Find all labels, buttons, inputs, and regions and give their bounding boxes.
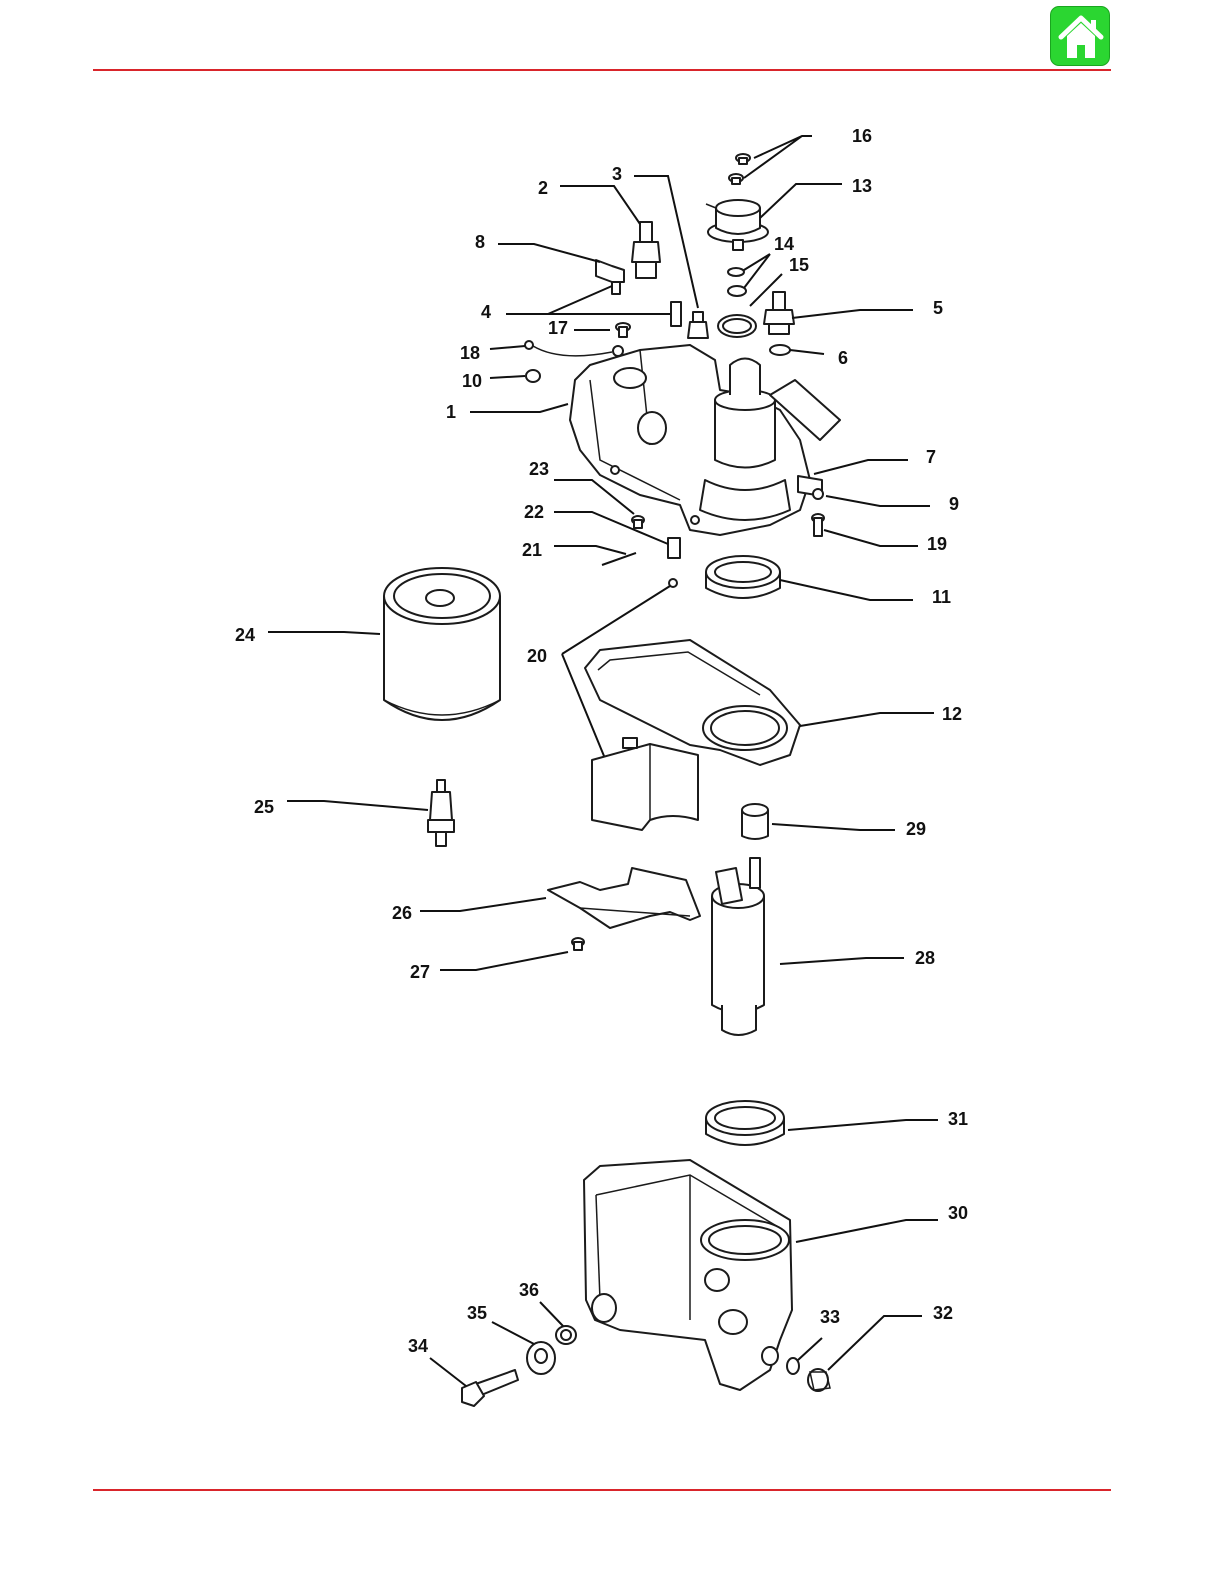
callout-14: 14 <box>774 234 794 254</box>
part-1-housing <box>570 345 840 535</box>
callout-27: 27 <box>410 962 430 982</box>
callout-20: 20 <box>527 646 547 666</box>
part-20-cover <box>592 738 698 830</box>
callout-6: 6 <box>838 348 848 368</box>
callout-9: 9 <box>949 494 959 514</box>
part-19-screw <box>812 514 824 536</box>
part-34-bolt <box>462 1370 518 1406</box>
part-32-plug <box>808 1369 830 1391</box>
callout-17: 17 <box>548 318 568 338</box>
callout-24: 24 <box>235 625 255 645</box>
callout-19: 19 <box>927 534 947 554</box>
callout-32: 32 <box>933 1303 953 1323</box>
part-31-seal <box>706 1101 784 1145</box>
part-35-grommet <box>527 1342 555 1374</box>
part-33-oring <box>787 1358 799 1374</box>
callout-29: 29 <box>906 819 926 839</box>
part-5-fitting <box>764 292 794 334</box>
part-25-sensor <box>428 780 454 846</box>
callout-4: 4 <box>481 302 491 322</box>
part-36-sleeve <box>556 1326 576 1344</box>
part-28-pump <box>712 858 764 1035</box>
callout-13: 13 <box>852 176 872 196</box>
callout-35: 35 <box>467 1303 487 1323</box>
callout-16: 16 <box>852 126 872 146</box>
callout-5: 5 <box>933 298 943 318</box>
callout-30: 30 <box>948 1203 968 1223</box>
callout-34: 34 <box>408 1336 428 1356</box>
part-27-screw <box>572 938 584 950</box>
part-18-wire <box>525 341 623 356</box>
part-30-lower-housing <box>584 1160 792 1390</box>
callout-25: 25 <box>254 797 274 817</box>
callout-12: 12 <box>942 704 962 724</box>
callout-15: 15 <box>789 255 809 275</box>
callout-23: 23 <box>529 459 549 479</box>
part-26-bracket <box>548 868 700 928</box>
part-22-fitting <box>668 538 680 558</box>
callout-21: 21 <box>522 540 542 560</box>
part-13-regulator <box>706 200 768 250</box>
part-21-pin <box>602 553 636 565</box>
part-17-screw <box>616 323 630 337</box>
part-2-fitting <box>632 222 660 278</box>
part-6-oring <box>770 345 790 355</box>
part-8-elbow <box>596 260 624 294</box>
part-20-small <box>669 579 677 587</box>
callout-3: 3 <box>612 164 622 184</box>
callout-2: 2 <box>538 178 548 198</box>
part-10-plug <box>526 370 540 382</box>
part-12-gasket <box>585 640 800 765</box>
part-29-spacer <box>742 804 768 839</box>
callout-11: 11 <box>932 587 951 607</box>
part-11-seal <box>706 556 780 598</box>
callout-18: 18 <box>460 343 480 363</box>
callout-22: 22 <box>524 502 544 522</box>
callout-33: 33 <box>820 1307 840 1327</box>
callout-26: 26 <box>392 903 412 923</box>
callout-28: 28 <box>915 948 935 968</box>
part-24-filter <box>384 568 500 720</box>
callout-10: 10 <box>462 371 482 391</box>
part-23-screw <box>632 516 644 528</box>
part-3-4-fittings <box>671 302 708 338</box>
part-16-screws <box>729 154 750 184</box>
callout-36: 36 <box>519 1280 539 1300</box>
callout-7: 7 <box>926 447 936 467</box>
callout-1: 1 <box>446 402 456 422</box>
callout-31: 31 <box>948 1109 968 1129</box>
callout-8: 8 <box>475 232 485 252</box>
